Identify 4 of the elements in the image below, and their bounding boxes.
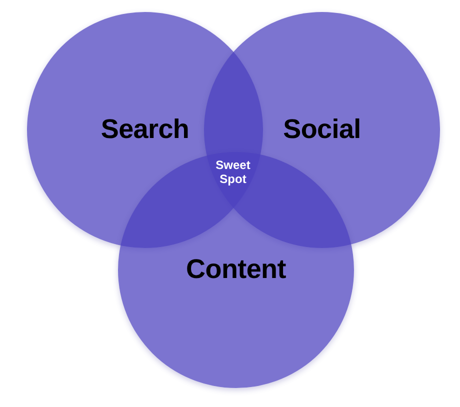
set-label: Content xyxy=(186,255,286,285)
overlap-label: Sweet Spot xyxy=(214,158,252,187)
set-label: Search xyxy=(100,115,190,145)
set-label: Social xyxy=(283,115,361,145)
